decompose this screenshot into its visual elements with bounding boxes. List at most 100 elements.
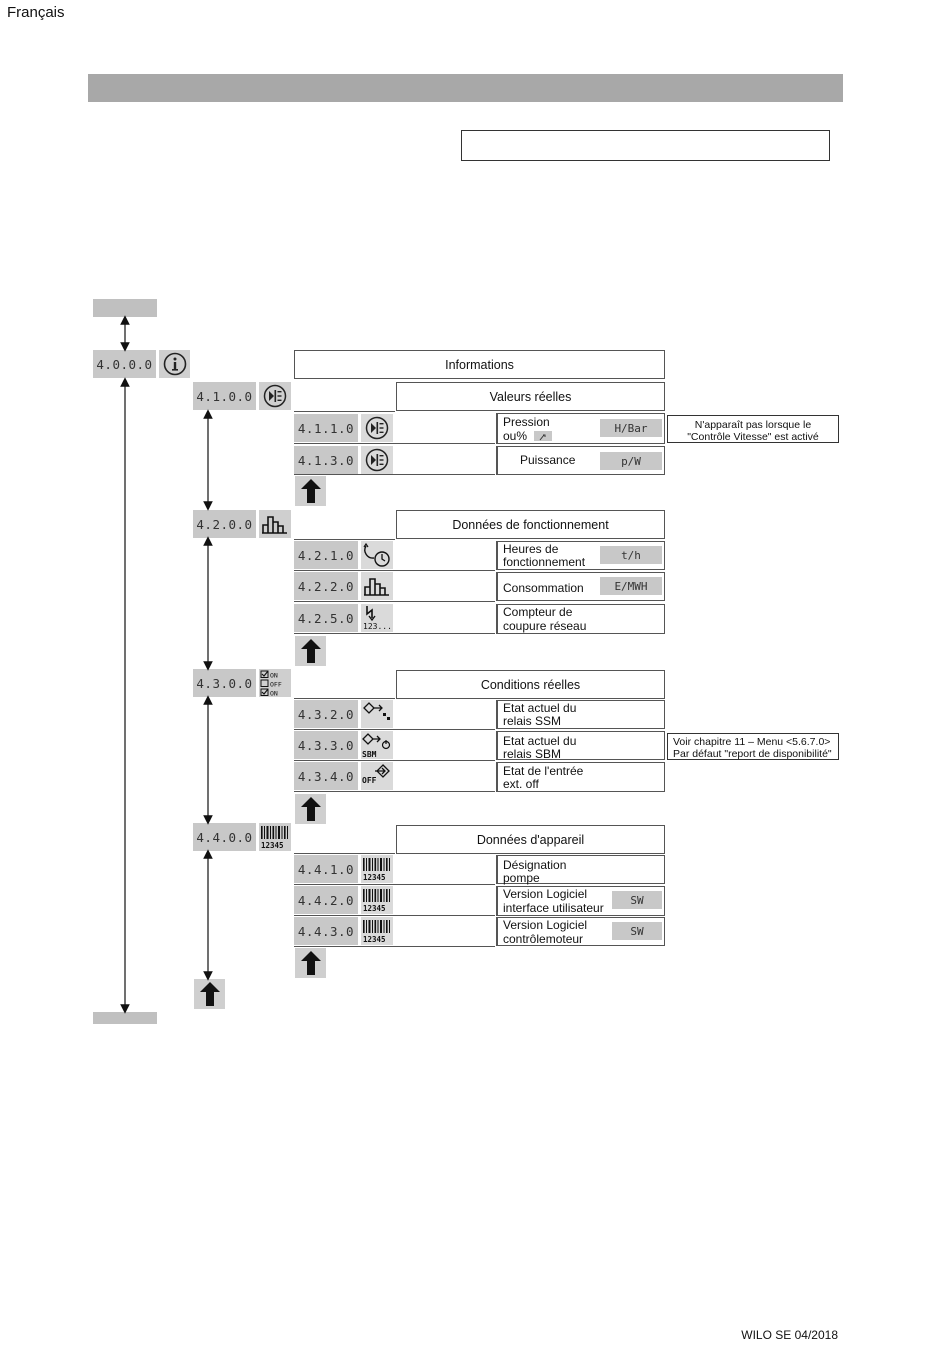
- icon-caption: OFF: [362, 776, 377, 785]
- value-label: Etat actuel du: [503, 734, 577, 748]
- unit-badge: E/MWH: [600, 577, 662, 595]
- unit-badge: t/h: [600, 546, 662, 564]
- value-pression: Pression ou% H/Bar: [496, 413, 665, 444]
- value-label: ou%: [503, 429, 528, 443]
- menu-code-4200[interactable]: 4.2.0.0: [193, 510, 256, 538]
- actual-values-icon: [361, 446, 393, 474]
- menu-code-4110[interactable]: 4.1.1.0: [294, 414, 358, 442]
- value-label: Version Logiciel: [503, 918, 588, 932]
- bar-chart-icon: [259, 510, 291, 538]
- note-line: Par défaut "report de disponibilité": [673, 748, 832, 760]
- next-menu-stub: [93, 1012, 157, 1024]
- unit-badge: SW: [612, 891, 662, 909]
- value-label: relais SSM: [503, 714, 562, 728]
- menu-code-4220[interactable]: 4.2.2.0: [294, 572, 358, 600]
- value-label: Compteur de: [503, 605, 573, 619]
- percent-indicator-icon: [534, 431, 552, 441]
- value-label: contrôlemoteur: [503, 932, 584, 946]
- value-heures: Heures de fonctionnement t/h: [496, 541, 665, 570]
- back-arrow-icon[interactable]: [295, 476, 326, 506]
- checklist-on-off-icon: ON OFF ON: [259, 669, 291, 697]
- note-sbm: Voir chapitre 11 – Menu <5.6.7.0> Par dé…: [667, 733, 839, 760]
- menu-code-4250[interactable]: 4.2.5.0: [294, 604, 358, 632]
- icon-caption: OFF: [270, 680, 282, 688]
- menu-label-valeurs-reelles: Valeurs réelles: [396, 382, 665, 411]
- header-box: [461, 130, 830, 161]
- value-relais-ssm: Etat actuel du relais SSM: [496, 700, 665, 729]
- unit-badge: p/W: [600, 452, 662, 470]
- icon-caption: ON: [270, 671, 278, 679]
- value-label: Désignation: [503, 858, 567, 872]
- menu-code-4410[interactable]: 4.4.1.0: [294, 855, 358, 883]
- unit-badge: SW: [612, 922, 662, 940]
- value-label: ext. off: [503, 777, 539, 791]
- ssm-relay-icon: [361, 700, 393, 728]
- icon-caption: 12345: [363, 873, 386, 882]
- menu-code-4430[interactable]: 4.4.3.0: [294, 917, 358, 945]
- icon-caption: 123...: [363, 622, 392, 631]
- value-version-moteur: Version Logiciel contrôlemoteur SW: [496, 917, 665, 946]
- menu-code-4340[interactable]: 4.3.4.0: [294, 762, 358, 790]
- value-label: Heures de: [503, 542, 559, 556]
- value-label: relais SBM: [503, 747, 562, 761]
- value-label: Puissance: [520, 453, 576, 467]
- info-icon: [159, 350, 190, 378]
- value-designation-pompe: Désignation pompe: [496, 855, 665, 885]
- back-arrow-icon[interactable]: [194, 979, 225, 1009]
- menu-code-4210[interactable]: 4.2.1.0: [294, 541, 358, 569]
- hours-counter-icon: [361, 541, 393, 569]
- menu-code-4330[interactable]: 4.3.3.0: [294, 731, 358, 759]
- icon-caption: 12345: [363, 935, 386, 944]
- footer-text: WILO SE 04/2018: [741, 1328, 838, 1342]
- value-label: fonctionnement: [503, 555, 586, 569]
- value-label: Consommation: [503, 581, 584, 595]
- back-arrow-icon[interactable]: [295, 794, 326, 824]
- note-line: Voir chapitre 11 – Menu <5.6.7.0>: [673, 736, 831, 748]
- icon-caption: ON: [270, 689, 278, 697]
- back-arrow-icon[interactable]: [295, 948, 326, 978]
- menu-code-4400[interactable]: 4.4.0.0: [193, 823, 256, 851]
- mains-cut-counter-icon: 123...: [361, 604, 393, 632]
- value-relais-sbm: Etat actuel du relais SBM: [496, 731, 665, 761]
- back-arrow-icon[interactable]: [295, 636, 326, 666]
- actual-values-icon: [259, 382, 291, 410]
- value-consommation: Consommation E/MWH: [496, 572, 665, 601]
- note-pression: N'apparaît pas lorsque le "Contrôle Vite…: [667, 415, 839, 443]
- value-puissance: Puissance p/W: [496, 446, 665, 475]
- menu-code-4420[interactable]: 4.4.2.0: [294, 886, 358, 914]
- previous-menu-stub: [93, 299, 157, 317]
- icon-caption: 12345: [363, 904, 386, 913]
- sbm-relay-icon: SBM: [361, 731, 393, 759]
- barcode-icon: 12345: [361, 855, 393, 883]
- menu-label-donnees-appareil: Données d'appareil: [396, 825, 665, 854]
- bar-chart-icon: [361, 572, 393, 600]
- value-label: interface utilisateur: [503, 901, 604, 915]
- menu-code-4000[interactable]: 4.0.0.0: [93, 350, 156, 378]
- barcode-icon: 12345: [259, 823, 291, 851]
- icon-caption: SBM: [362, 750, 377, 759]
- unit-badge: H/Bar: [600, 419, 662, 437]
- menu-code-4300[interactable]: 4.3.0.0: [193, 669, 256, 697]
- actual-values-icon: [361, 414, 393, 442]
- value-compteur: Compteur de coupure réseau: [496, 604, 665, 634]
- value-version-interface: Version Logiciel interface utilisateur S…: [496, 886, 665, 916]
- menu-label-donnees-fonctionnement: Données de fonctionnement: [396, 510, 665, 539]
- page-language: Français: [7, 4, 65, 21]
- value-label: Pression: [503, 415, 550, 429]
- note-line: N'apparaît pas lorsque le: [694, 419, 812, 431]
- menu-code-4320[interactable]: 4.3.2.0: [294, 700, 358, 728]
- note-line: "Contrôle Vitesse" est activé: [687, 431, 819, 443]
- icon-caption: 12345: [261, 841, 284, 850]
- header-bar: [88, 74, 843, 102]
- value-label: coupure réseau: [503, 619, 587, 633]
- barcode-icon: 12345: [361, 917, 393, 945]
- menu-label-conditions-reelles: Conditions réelles: [396, 670, 665, 699]
- menu-label-informations: Informations: [294, 350, 665, 379]
- menu-code-4130[interactable]: 4.1.3.0: [294, 446, 358, 474]
- value-label: Version Logiciel: [503, 887, 588, 901]
- value-label: Etat actuel du: [503, 701, 577, 715]
- menu-code-4100[interactable]: 4.1.0.0: [193, 382, 256, 410]
- value-label: Etat de l'entrée: [503, 764, 584, 778]
- value-entree-ext-off: Etat de l'entrée ext. off: [496, 762, 665, 792]
